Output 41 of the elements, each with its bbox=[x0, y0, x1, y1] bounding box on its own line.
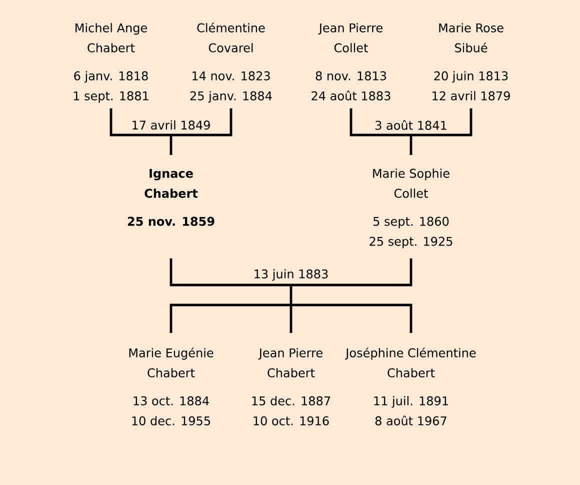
death-date: 25 janv. 1884 bbox=[190, 91, 272, 103]
person-name: Michel Ange Chabert bbox=[76, 23, 147, 52]
birth-date: 8 nov. 1813 bbox=[316, 71, 386, 80]
birth-date: 25 nov. 1859 bbox=[128, 216, 214, 226]
connector-line bbox=[291, 258, 412, 286]
birth-date: 14 nov. 1823 bbox=[192, 71, 270, 80]
birth-date: 11 juil. 1891 bbox=[374, 396, 448, 408]
edge-label: 3 août 1841 bbox=[374, 119, 448, 131]
edge-label: 17 avril 1849 bbox=[130, 119, 212, 131]
birth-date: 15 dec. 1887 bbox=[252, 396, 330, 406]
edge-label: 13 juin 1883 bbox=[252, 268, 330, 282]
person-name: Jean Pierre Collet bbox=[318, 23, 382, 52]
death-date: 1 sept. 1881 bbox=[74, 91, 148, 103]
connector-line bbox=[350, 108, 411, 136]
death-date: 24 août 1883 bbox=[312, 90, 390, 100]
death-date: 10 dec. 1955 bbox=[132, 416, 210, 426]
connector-line bbox=[110, 108, 171, 136]
connector-line bbox=[170, 304, 291, 333]
connector-line bbox=[411, 108, 472, 136]
person-name: Ignace Chabert bbox=[144, 168, 198, 198]
birth-date: 5 sept. 1860 bbox=[374, 216, 449, 228]
birth-date: 6 janv. 1818 bbox=[74, 71, 148, 83]
connector-line bbox=[171, 108, 232, 136]
birth-date: 13 oct. 1884 bbox=[134, 396, 209, 406]
person-name: Jean Pierre Chabert bbox=[258, 348, 322, 378]
death-date: 25 sept. 1925 bbox=[370, 236, 452, 248]
birth-date: 20 juin 1813 bbox=[434, 71, 508, 83]
person-name: Marie Sophie Collet bbox=[373, 168, 450, 198]
death-date: 10 oct. 1916 bbox=[254, 416, 329, 426]
connector-line bbox=[410, 135, 412, 155]
connector-line bbox=[170, 258, 291, 286]
person-name: Marie Eugénie Chabert bbox=[129, 348, 214, 378]
connector-line bbox=[291, 304, 412, 333]
death-date: 8 août 1967 bbox=[375, 416, 446, 426]
person-name: Joséphine Clémentine Chabert bbox=[345, 348, 476, 378]
death-date: 12 avril 1879 bbox=[432, 91, 510, 100]
person-name: Marie Rose Sibué bbox=[439, 23, 504, 52]
connector-line bbox=[170, 135, 172, 155]
connector-line bbox=[290, 285, 292, 305]
connector-line bbox=[290, 305, 292, 333]
person-name: Clémentine Covarel bbox=[197, 22, 265, 52]
